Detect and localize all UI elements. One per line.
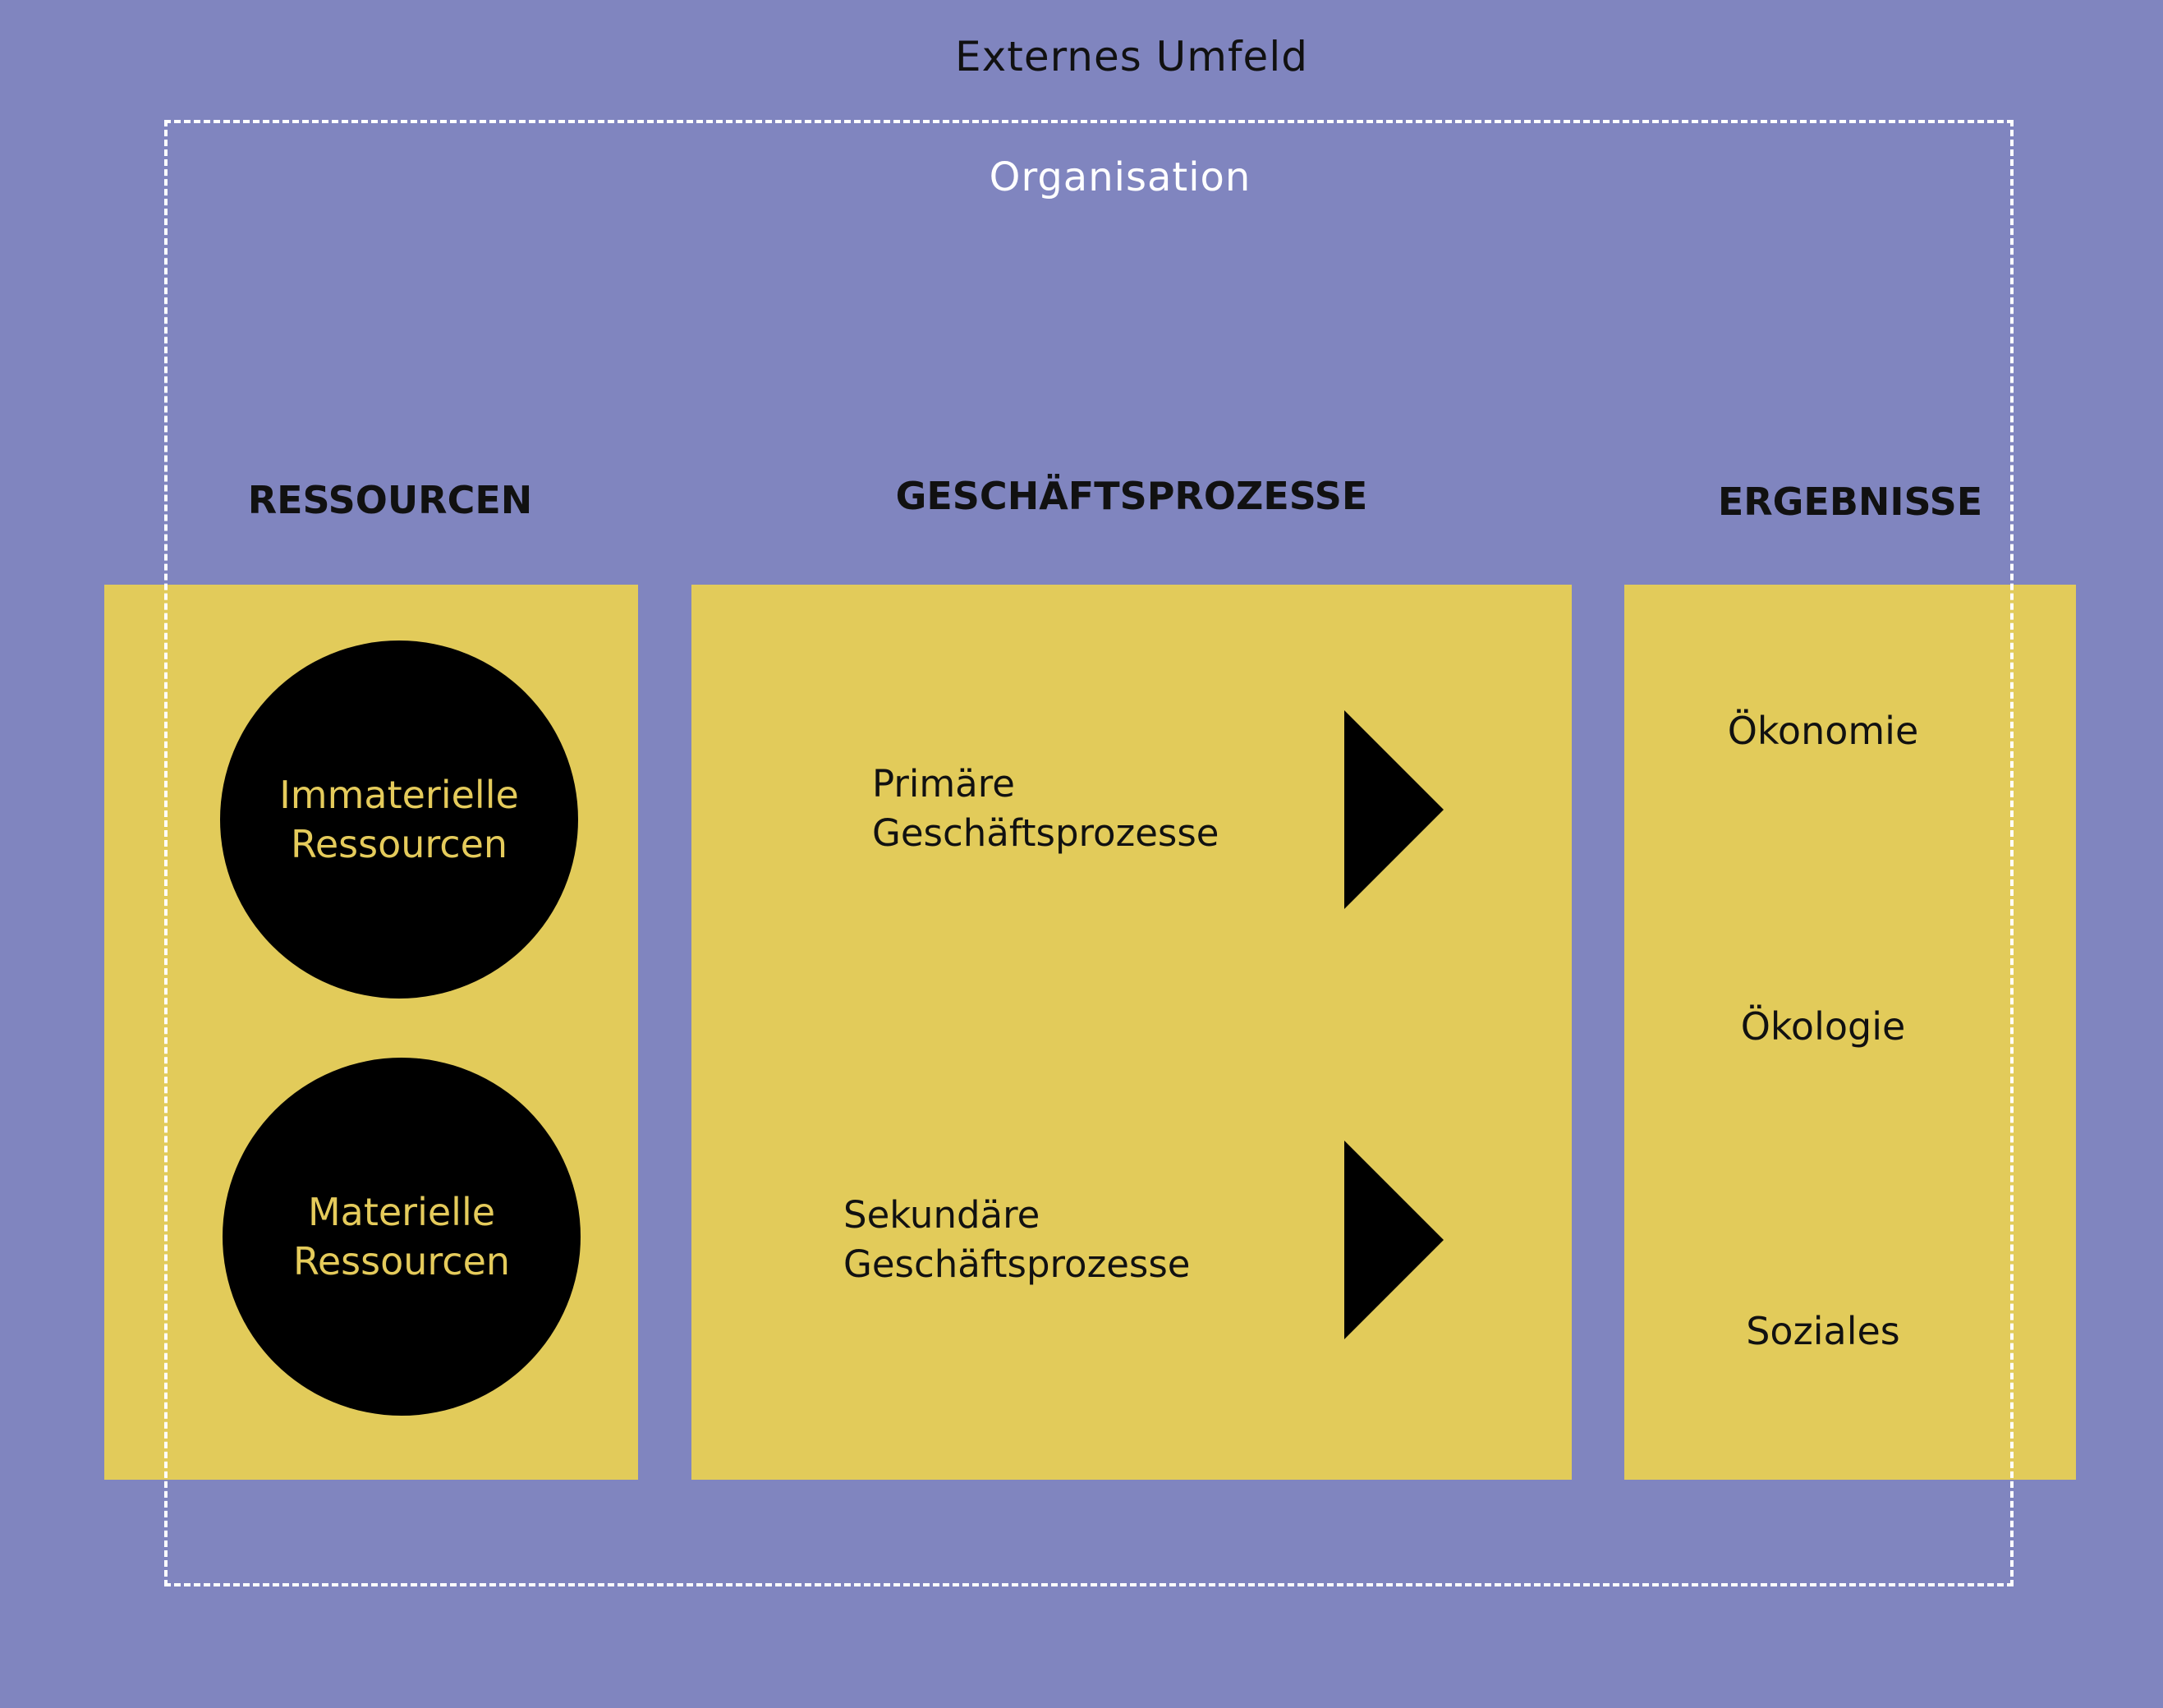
intangible-resources-label: Immaterielle Ressourcen [279, 773, 519, 866]
results-panel [1624, 585, 2076, 1480]
processes-heading: GESCHÄFTSPROZESSE [895, 474, 1368, 518]
organisation-label: Organisation [989, 154, 1251, 200]
secondary-process-arrow-icon [1344, 1141, 1444, 1339]
result-economy: Ökonomie [1727, 709, 1919, 753]
intangible-resources-circle: Immaterielle Ressourcen [220, 640, 578, 999]
result-ecology: Ökologie [1740, 1004, 1906, 1049]
tangible-resources-circle: Materielle Ressourcen [223, 1058, 581, 1416]
primary-processes-label: Primäre Geschäftsprozesse [872, 762, 1219, 855]
external-environment-label: Externes Umfeld [955, 33, 1308, 80]
results-heading: ERGEBNISSE [1717, 480, 1983, 524]
tangible-resources-label: Materielle Ressourcen [292, 1190, 511, 1283]
secondary-processes-label: Sekundäre Geschäftsprozesse [843, 1193, 1191, 1286]
resources-heading: RESSOURCEN [247, 478, 533, 522]
organisation-boundary-frame [164, 120, 2014, 1586]
primary-process-arrow-icon [1344, 710, 1444, 909]
result-social: Soziales [1746, 1309, 1900, 1353]
